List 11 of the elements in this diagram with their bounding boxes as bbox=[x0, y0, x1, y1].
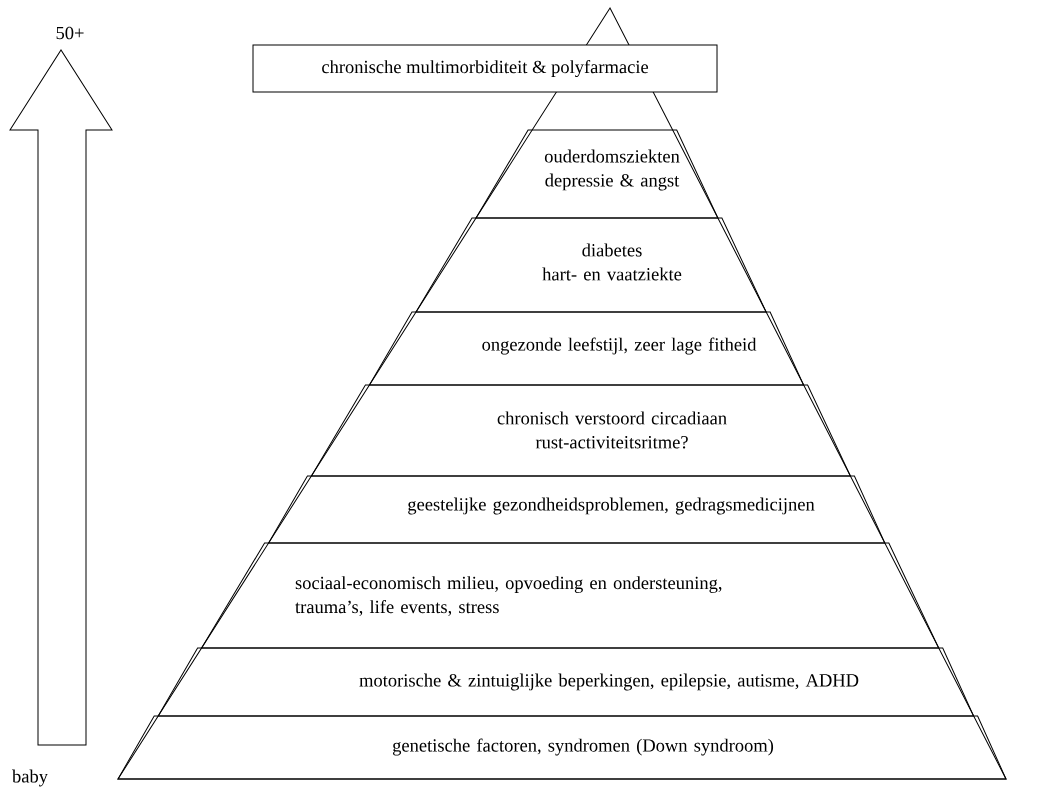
pyramid-band: geestelijke gezondheidsproblemen, gedragsmedicijnen bbox=[268, 475, 886, 544]
pyramid-band: ongezonde leefstijl, zeer lage fitheid bbox=[368, 311, 805, 386]
pyramid-band: chronisch verstoord circadiaan rust-activiteitsritme? bbox=[310, 384, 851, 477]
pyramid-band: sociaal-economisch milieu, opvoeding en ondersteuning, trauma’s, life events, stress bbox=[201, 542, 940, 649]
text-box: chronische multimorbiditeit & polyfarmacie bbox=[252, 44, 718, 93]
pyramid-band: diabetes hart- en vaatziekte bbox=[415, 217, 767, 313]
pyramid-band: motorische & zintuiglijke beperkingen, epilepsie, autisme, ADHD bbox=[157, 647, 975, 717]
pyramid-band: genetische factoren, syndromen (Down syndroom) bbox=[117, 715, 1007, 780]
axis-label: 50+ bbox=[56, 26, 84, 40]
pyramid-band: ouderdomsziekten depressie & angst bbox=[475, 129, 719, 219]
axis-label: baby bbox=[12, 769, 48, 787]
